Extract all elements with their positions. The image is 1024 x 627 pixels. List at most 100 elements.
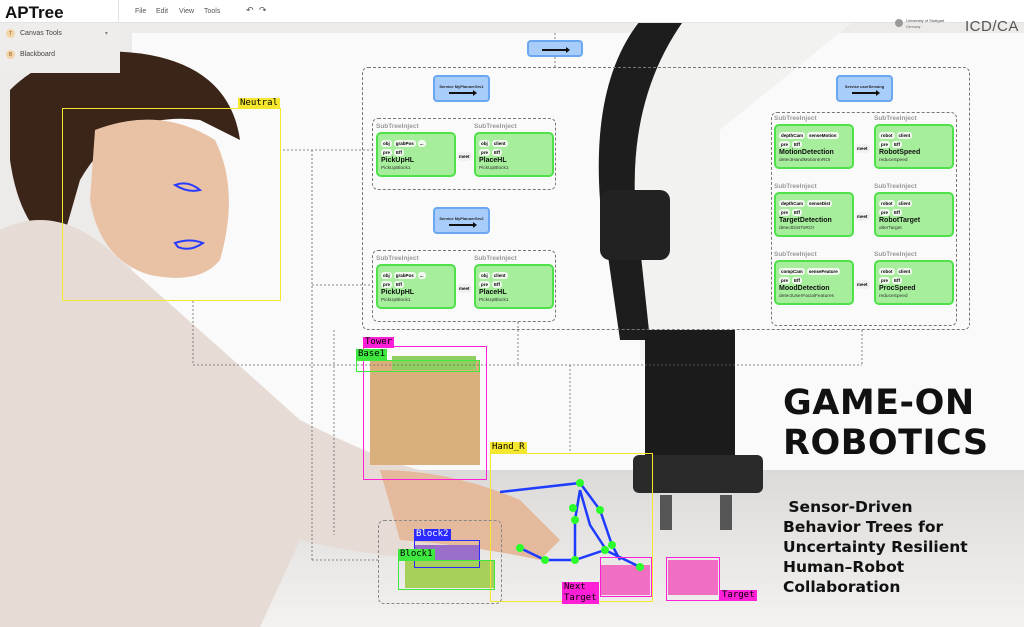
port-pill[interactable]: obj [381, 272, 392, 279]
service-label: Service MyPlannerSrv1 [439, 83, 484, 89]
condition-pill[interactable]: pre [779, 141, 791, 148]
subtitle-line: Behavior Trees for [783, 518, 944, 536]
block1-detection-box [398, 560, 495, 590]
condition-pill[interactable]: Eff [394, 281, 405, 288]
meet-connector: meet [855, 280, 870, 289]
condition-pill[interactable]: pre [779, 277, 791, 284]
node-subtitle: PickUpBlock1 [479, 166, 509, 171]
redo-icon[interactable]: ↷ [259, 5, 267, 15]
arrow-icon [851, 89, 880, 96]
condition-pill[interactable]: Eff [394, 149, 405, 156]
node-title: TargetDetection [779, 217, 832, 224]
port-pill[interactable]: senseMotion [807, 132, 839, 139]
condition-pill[interactable]: Eff [492, 149, 503, 156]
condition-pill[interactable]: pre [779, 209, 791, 216]
port-pill[interactable]: client [491, 272, 508, 279]
condition-pill[interactable]: Eff [792, 209, 803, 216]
menu-file[interactable]: File [135, 8, 147, 15]
port-pill[interactable]: compCam [779, 268, 805, 275]
blackboard-badge: B [6, 50, 15, 59]
sidebar-item-canvas-tools[interactable]: T Canvas Tools ▾ [6, 29, 108, 38]
service-node[interactable]: Service MyPlannerSrv1 [433, 75, 490, 102]
condition-pill[interactable]: Eff [892, 141, 903, 148]
subtree-inject-label: SubTreeInject [376, 255, 419, 262]
hand-label: Hand_R [490, 442, 527, 453]
subtree-group [372, 118, 556, 190]
condition-pill[interactable]: Eff [792, 141, 803, 148]
port-pill[interactable]: robot [879, 132, 895, 139]
condition-pill[interactable]: pre [879, 209, 891, 216]
condition-pill[interactable]: Eff [492, 281, 503, 288]
port-pill[interactable]: senseDist [807, 200, 833, 207]
port-pill[interactable]: grabPos [393, 272, 416, 279]
menu-edit[interactable]: Edit [156, 8, 169, 15]
lab-logo: ICD/CA [965, 18, 1019, 35]
node-title: PlaceHL [479, 289, 507, 296]
subtitle-line: Human–Robot [783, 558, 905, 576]
title-line: GAME-ON [783, 383, 975, 423]
block-pink-2 [668, 560, 718, 595]
subtree-inject-label: SubTreeInject [774, 251, 817, 258]
node-subtitle: PickUpBlock1 [381, 298, 411, 303]
port-pill[interactable]: obj [479, 272, 490, 279]
port-pill[interactable]: robot [879, 200, 895, 207]
condition-pill[interactable]: Eff [892, 209, 903, 216]
base-detection-box [356, 360, 480, 372]
port-pill[interactable]: obj [381, 140, 392, 147]
port-pill[interactable]: client [896, 200, 913, 207]
port-pill[interactable]: robot [879, 268, 895, 275]
port-pill[interactable]: ... [417, 272, 426, 279]
service-node[interactable]: Service userSensing [836, 75, 893, 102]
chevron-down-icon[interactable]: ▾ [104, 31, 108, 37]
condition-pill[interactable]: pre [381, 281, 393, 288]
port-pill[interactable]: ... [417, 140, 426, 147]
condition-pill[interactable]: Eff [792, 277, 803, 284]
poster-subtitle: Sensor-Driven Behavior Trees for Uncerta… [783, 497, 968, 597]
condition-pill[interactable]: Eff [892, 277, 903, 284]
service-node[interactable]: Service MyPlannerSrv2 [433, 207, 490, 234]
condition-pill[interactable]: pre [479, 281, 491, 288]
condition-pill[interactable]: pre [879, 277, 891, 284]
meet-connector: meet [457, 152, 472, 161]
condition-pill[interactable]: pre [381, 149, 393, 156]
node-subtitle: reduceSpeed [879, 294, 908, 299]
sidebar-item-blackboard[interactable]: B Blackboard [6, 50, 55, 59]
port-pill[interactable]: senseFeature [806, 268, 840, 275]
port-pill[interactable]: client [896, 132, 913, 139]
condition-pill[interactable]: pre [879, 141, 891, 148]
diagram-connectors [192, 33, 863, 561]
port-pill[interactable]: obj [479, 140, 490, 147]
port-pill[interactable]: depthCam [779, 200, 806, 207]
root-sequence-node[interactable] [527, 40, 583, 57]
node-title: MoodDetection [779, 285, 830, 292]
condition-pill[interactable]: pre [479, 149, 491, 156]
port-pill[interactable]: client [491, 140, 508, 147]
node-subtitle: reduceSpeed [879, 158, 908, 163]
menu-view[interactable]: View [179, 8, 195, 15]
undo-icon[interactable]: ↶ [246, 5, 254, 15]
menu-tools[interactable]: Tools [204, 8, 221, 15]
port-pill[interactable]: grabPos [393, 140, 416, 147]
port-pill[interactable]: client [896, 268, 913, 275]
port-pill[interactable]: depthCam [779, 132, 806, 139]
